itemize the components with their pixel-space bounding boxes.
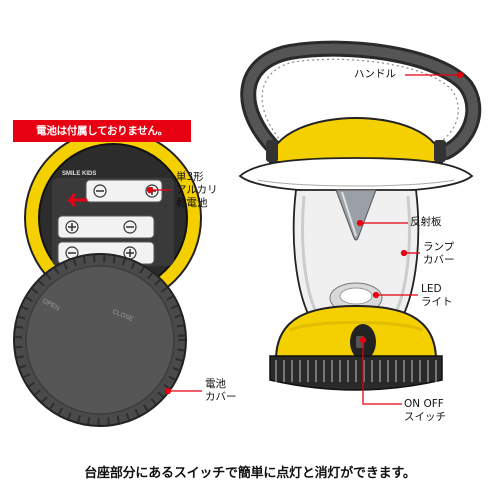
shade xyxy=(238,157,474,193)
label-handle: ハンドル xyxy=(354,68,396,80)
label-battery-type: 単3形アルカリ乾電池 xyxy=(176,171,218,209)
battery-1 xyxy=(85,179,163,203)
handle-mount-left xyxy=(266,140,278,162)
leader-switch xyxy=(362,340,402,405)
top-dome xyxy=(268,116,444,163)
brand-text: SMILE KIDS xyxy=(62,171,96,177)
notice-banner: 電池は付属しておりません。 xyxy=(13,120,191,142)
insert-arrow xyxy=(66,193,88,207)
label-battery-cover: 電池カバー xyxy=(205,378,237,403)
handle-mount-right xyxy=(434,140,446,162)
label-reflector: 反射板 xyxy=(410,216,442,228)
caption: 台座部分にあるスイッチで簡単に点灯と消灯ができます。 xyxy=(84,466,416,481)
battery-2 xyxy=(57,215,155,239)
label-lamp-cover: ランプカバー xyxy=(423,241,455,266)
